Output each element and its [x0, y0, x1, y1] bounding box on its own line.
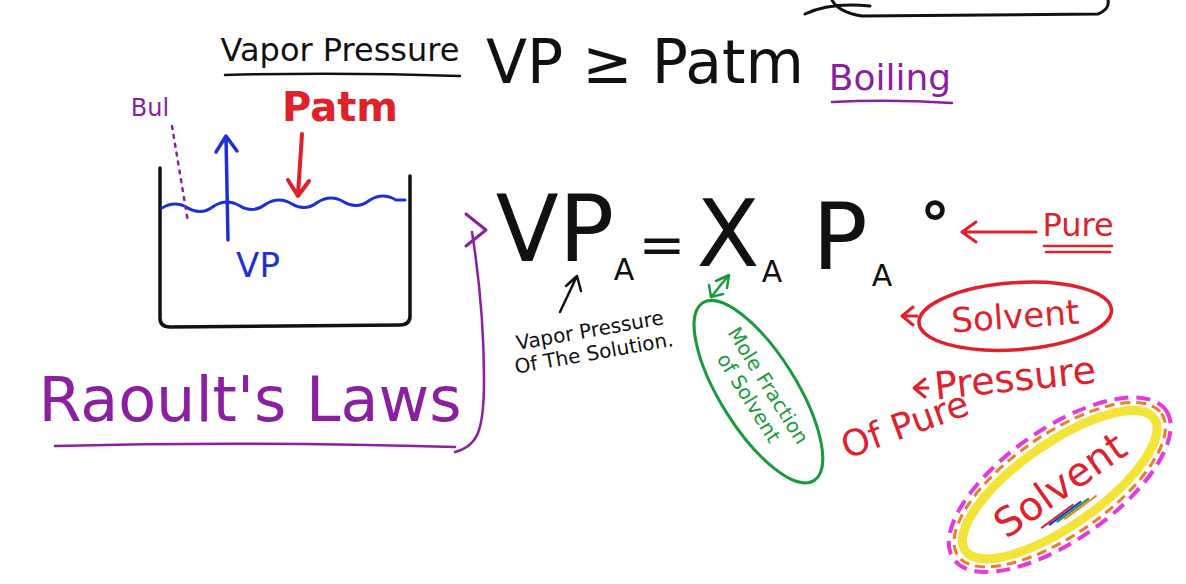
underline — [55, 444, 455, 447]
note-text: Of Pure — [837, 385, 974, 464]
solvent-highlight: Solvent — [936, 379, 1184, 584]
equation-symbol: X — [696, 189, 759, 281]
pressure-label: Patm — [282, 87, 398, 127]
equation-subscript: A — [872, 261, 893, 291]
equation-subscript: A — [762, 257, 783, 287]
equation-symbol: P — [812, 192, 867, 284]
heading-text: Vapor Pressure — [221, 34, 460, 66]
note-text: Pure — [1042, 209, 1113, 241]
mole-fraction-ellipse: Mole Fraction of Solvent — [668, 281, 848, 503]
underline — [225, 74, 460, 76]
pointer-arrow — [902, 307, 917, 325]
outline-ring — [670, 283, 846, 501]
pointer-arrow — [914, 379, 928, 397]
dotted-line — [172, 126, 188, 222]
equation-symbol: VP — [496, 184, 614, 276]
outline-ring — [922, 365, 1186, 584]
arrow-head — [466, 214, 486, 246]
solvent-circle: Solvent — [915, 274, 1116, 358]
vapor-arrow — [216, 136, 237, 240]
pressure-arrow — [288, 134, 309, 196]
cut-off-scribble — [805, 0, 1108, 16]
node-text-group: Solvent — [950, 292, 1080, 340]
container — [160, 168, 410, 327]
node-text: Mole Fraction of Solvent — [701, 320, 814, 463]
node-text-group: Mole Fraction of Solvent — [701, 320, 814, 463]
note-text: Vapor Pressure Of The Solution. — [500, 304, 683, 380]
pointer-arrow — [560, 276, 581, 312]
underline — [1044, 246, 1112, 252]
note-text: Bul — [131, 96, 169, 120]
condition-text: VP ≥ Patm — [486, 32, 804, 92]
law-title: Raoult's Laws — [38, 369, 461, 431]
node-text: Solvent — [950, 292, 1080, 340]
equation-subscript: A — [614, 255, 635, 285]
pointer-arrow — [962, 222, 1036, 242]
equation-symbol: = — [639, 217, 686, 273]
vapor-label: VP — [236, 248, 280, 282]
note-text: Boiling — [829, 60, 951, 96]
underline — [832, 101, 952, 103]
equation-symbol: ° — [920, 195, 950, 255]
liquid-surface — [162, 196, 405, 212]
outline-ring — [916, 276, 1113, 356]
